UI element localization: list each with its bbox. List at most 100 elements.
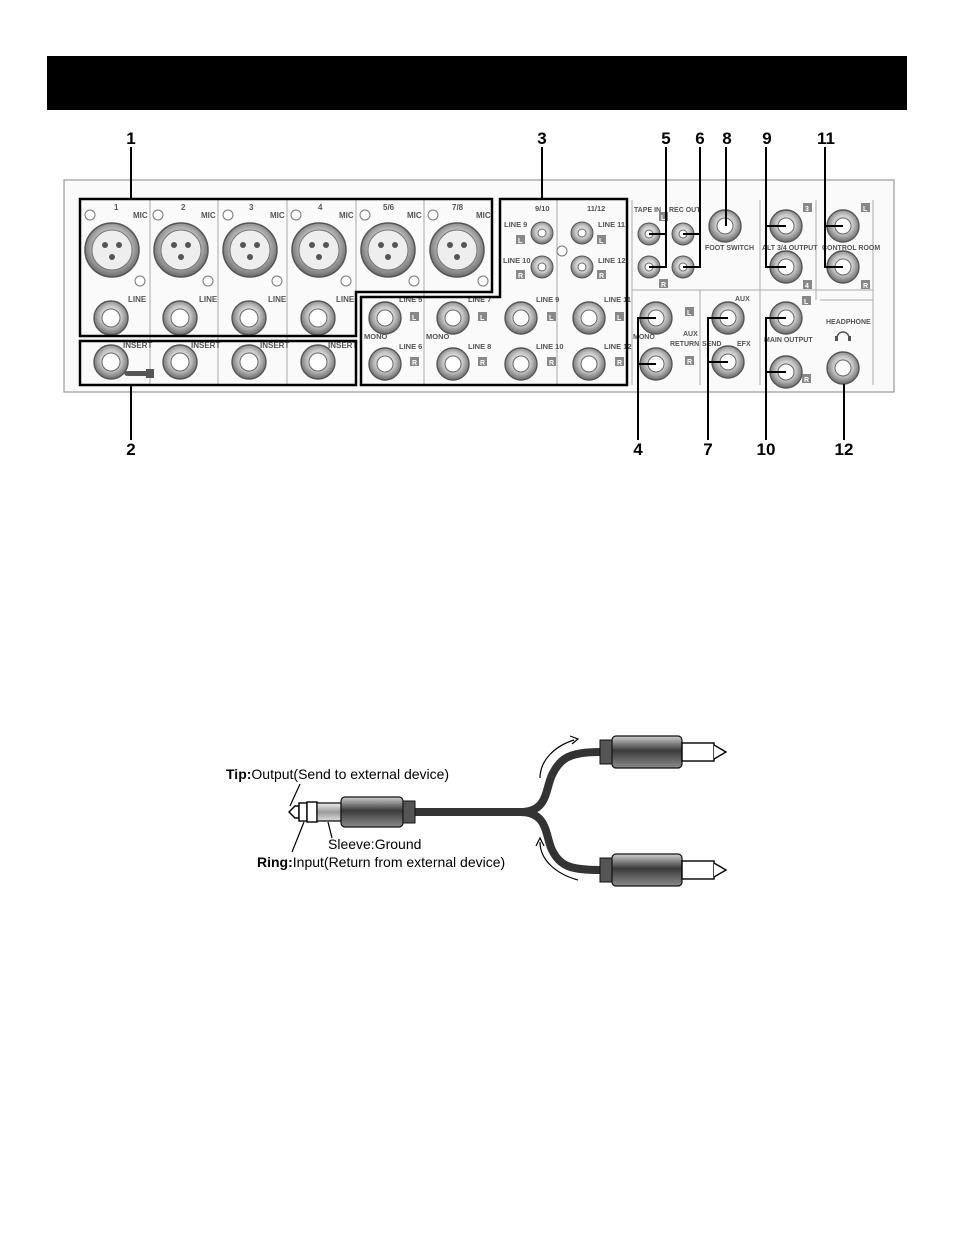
group-11-12-label: 11/12 (587, 204, 605, 213)
sleeve-label: Sleeve:Ground (328, 836, 422, 852)
callout-12: 12 (834, 440, 854, 459)
main-output-label: MAIN OUTPUT (764, 337, 813, 344)
trs-plug-icon (288, 796, 416, 828)
callout-7: 7 (703, 440, 713, 459)
tag-r-2: R (480, 360, 485, 367)
mic-ch-5-6-label: 5/6 (383, 203, 395, 212)
xlr-mic-inputs (84, 222, 485, 278)
insert-label-2: INSERT (191, 341, 220, 350)
line-9-label: LINE 9 (536, 295, 559, 304)
insert-cable-diagram (288, 735, 728, 887)
tag-r-10: R (804, 377, 809, 384)
headphone-label: HEADPHONE (826, 319, 871, 326)
tag-r-3: R (549, 360, 554, 367)
panel-outline (63, 179, 895, 393)
tag-l-3: L (549, 315, 554, 322)
xlr-jack-1 (84, 222, 140, 278)
tip-desc: Output(Send to external device) (251, 766, 450, 782)
callout-11: 11 (817, 129, 835, 148)
line-label-4: LINE (336, 295, 355, 304)
mic-label-3: MIC (270, 211, 285, 220)
xlr-jack-2 (153, 222, 209, 278)
group-3-outline (359, 197, 629, 387)
group-9-10-label: 9/10 (535, 204, 550, 213)
line-12-label: LINE 12 (604, 342, 632, 351)
tag-l-10: L (804, 299, 809, 306)
tag-r-5: R (518, 273, 523, 280)
tag-r-9: R (863, 283, 868, 290)
group-1-outline (78, 197, 494, 338)
insert-label-1: INSERT (123, 341, 152, 350)
aux-return-label-1: AUX (683, 331, 698, 338)
line-label-1: LINE (128, 295, 147, 304)
xlr-jack-7-8 (429, 222, 485, 278)
return-arrow-icon (539, 841, 579, 881)
mic-ch-1-label: 1 (114, 203, 119, 212)
tag-l-2: L (480, 315, 485, 322)
ts-plug-bottom-icon (599, 853, 728, 887)
tip-label: Tip:Output(Send to external device) (226, 766, 449, 782)
rca-line-10-label: LINE 10 (503, 256, 531, 265)
insert-jacks (93, 344, 336, 380)
callout-5: 5 (661, 129, 671, 148)
send-arrow-icon (539, 739, 575, 779)
line-label-2: LINE (199, 295, 218, 304)
tag-r-7: R (661, 282, 666, 289)
headphone-jack (826, 351, 860, 385)
ring-desc: Input(Return from external device) (292, 854, 506, 870)
rca-line-11-label: LINE 11 (598, 220, 625, 229)
mic-label-5: MIC (407, 211, 422, 220)
line-6-label: LINE 6 (399, 342, 422, 351)
tag-4: 4 (805, 283, 809, 290)
tag-l-7: L (661, 215, 666, 222)
group-2-outline (78, 339, 358, 387)
tag-l-4: L (617, 315, 622, 322)
mic-ch-4-label: 4 (318, 203, 323, 212)
efx-label: EFX (737, 341, 751, 348)
callout-9: 9 (762, 129, 772, 148)
aux-return-label-2: RETURN (670, 341, 699, 348)
header-bar (47, 56, 907, 110)
tag-r-6: R (599, 273, 604, 280)
alt-output-label: ALT 3/4 OUTPUT (762, 245, 818, 252)
rca-jacks (530, 221, 594, 279)
line-11-label: LINE 11 (604, 295, 631, 304)
line-7-label: LINE 7 (468, 295, 491, 304)
aux-send-label: AUX (735, 296, 750, 303)
tag-r-4: R (617, 360, 622, 367)
callout-8: 8 (722, 129, 732, 148)
mic-label-4: MIC (339, 211, 354, 220)
tape-in-label: TAPE IN (634, 207, 661, 214)
rca-line-9-label: LINE 9 (504, 220, 527, 229)
xlr-jack-4 (291, 222, 347, 278)
tag-l-9: L (863, 206, 868, 213)
mono-label-2: MONO (426, 332, 449, 341)
trs-plug-glyph-icon (124, 369, 154, 378)
tag-3: 3 (805, 206, 809, 213)
xlr-jack-5-6 (360, 222, 416, 278)
mono-label-3: MONO (633, 334, 655, 341)
callout-4: 4 (633, 440, 643, 459)
tag-l-6: L (599, 238, 604, 245)
send-label: SEND (702, 341, 721, 348)
mic-ch-2-label: 2 (181, 203, 186, 212)
xlr-jack-3 (222, 222, 278, 278)
tag-r-8: R (687, 359, 692, 366)
mic-ch-3-label: 3 (249, 203, 254, 212)
tag-r-1: R (412, 360, 417, 367)
rear-panel-diagram: 1 2 3 4 5/6 7/8 MIC MIC MIC MIC MIC MIC … (63, 147, 895, 440)
tip-key: Tip: (226, 766, 252, 782)
ring-label: Ring:Input(Return from external device) (257, 854, 505, 870)
foot-switch-label: FOOT SWITCH (705, 245, 754, 252)
ts-plug-top-icon (599, 735, 728, 769)
mono-label-1: MONO (364, 332, 387, 341)
line-8-label: LINE 8 (468, 342, 491, 351)
line-label-3: LINE (268, 295, 287, 304)
mic-label-2: MIC (201, 211, 216, 220)
tag-l-1: L (412, 315, 417, 322)
rca-line-12-label: LINE 12 (598, 256, 626, 265)
stereo-line-jacks (368, 301, 606, 381)
callout-6: 6 (695, 129, 705, 148)
control-room-label: CONTROL ROOM (822, 245, 880, 252)
callout-2: 2 (126, 440, 136, 459)
